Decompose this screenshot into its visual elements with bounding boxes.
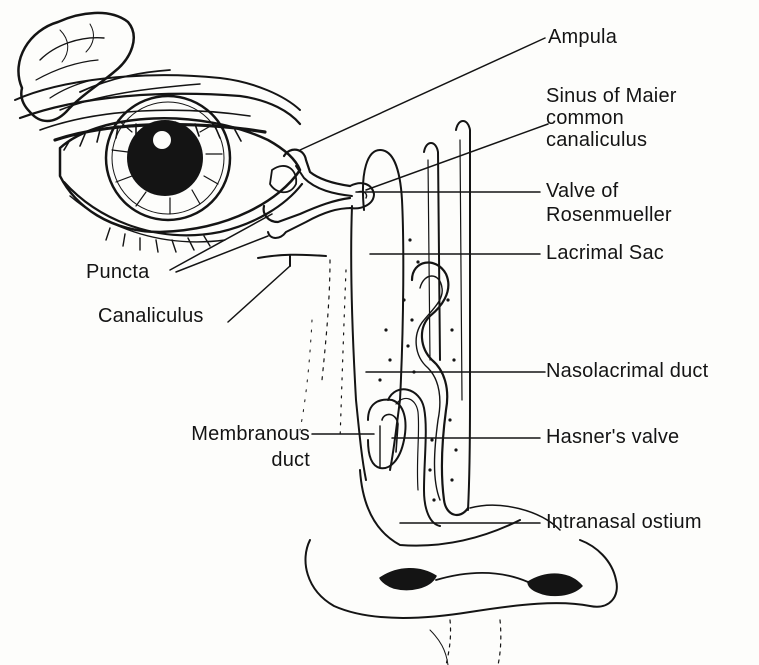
- label-valve-of: Valve of: [546, 181, 618, 202]
- label-puncta: Puncta: [86, 262, 149, 283]
- label-lacrimal-sac: Lacrimal Sac: [546, 243, 664, 264]
- eye: [60, 96, 302, 252]
- lacrimal-gland: [18, 13, 200, 121]
- label-canaliculus: Canaliculus: [98, 306, 204, 327]
- label-ampula: Ampula: [548, 27, 617, 48]
- label-hasners-valve: Hasner's valve: [546, 427, 679, 448]
- nasolacrimal-duct: [351, 150, 405, 480]
- label-rosenmueller: Rosenmueller: [546, 205, 672, 226]
- label-nasolacrimal-duct: Nasolacrimal duct: [546, 361, 708, 382]
- label-intranasal-ostium: Intranasal ostium: [546, 512, 702, 533]
- label-duct: duct: [150, 450, 310, 471]
- label-common: common: [546, 108, 624, 129]
- label-sinus-of-maier: Sinus of Maier: [546, 86, 677, 107]
- label-membranous: Membranous: [150, 424, 310, 445]
- nose-side: [300, 260, 617, 665]
- label-canaliculus-common: canaliculus: [546, 130, 647, 151]
